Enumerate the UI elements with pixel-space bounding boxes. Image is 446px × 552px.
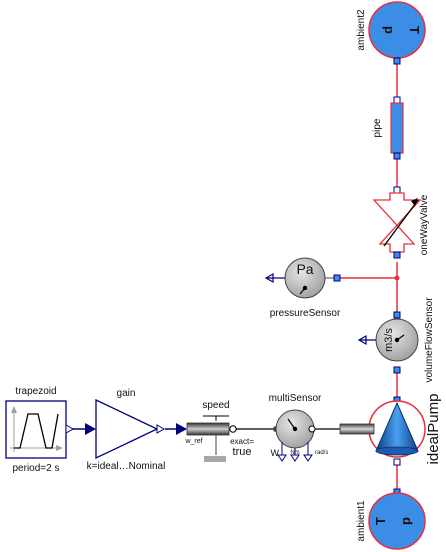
flow-sensor-label: volumeFlowSensor xyxy=(424,297,435,383)
pipe-port-a[interactable] xyxy=(393,96,401,104)
gain-param: k=ideal…Nominal xyxy=(87,461,166,472)
multisensor-flange-b[interactable] xyxy=(308,425,316,433)
multisensor-rads-arrow[interactable] xyxy=(303,454,313,462)
junction-dot xyxy=(394,275,400,281)
pressure-sensor[interactable]: Pa pressureSensor xyxy=(264,257,341,319)
pressure-sensor-output-arrow xyxy=(264,272,274,284)
connections xyxy=(66,63,400,490)
valve-label: oneWayValve xyxy=(419,194,430,255)
flow-sensor-port-b[interactable] xyxy=(393,366,401,374)
speed-param-value: true xyxy=(233,446,252,458)
gain-block[interactable]: gain k=ideal…Nominal xyxy=(85,388,165,472)
pressure-sensor-unit: Pa xyxy=(296,261,313,277)
trapezoid-waveform xyxy=(14,413,59,449)
pipe-body xyxy=(390,102,404,154)
pump-cone-base xyxy=(375,446,419,456)
multi-sensor[interactable]: multiSensor W Nm rad/s xyxy=(269,393,329,462)
flow-sensor-pivot xyxy=(394,337,400,343)
trapezoid-label: trapezoid xyxy=(15,386,56,397)
gain-input-port[interactable] xyxy=(85,423,96,435)
multisensor-port-nm: Nm xyxy=(290,450,299,456)
flow-sensor-output-arrow xyxy=(357,334,367,346)
speed-source[interactable]: speed w_ref exact= true xyxy=(176,400,254,462)
volume-flow-sensor[interactable]: m3/s volumeFlowSensor xyxy=(357,297,435,383)
multisensor-pivot xyxy=(292,426,298,432)
trapezoid-source[interactable]: trapezoid period=2 s xyxy=(5,386,75,474)
multisensor-label: multiSensor xyxy=(269,393,322,404)
multisensor-w-arrow[interactable] xyxy=(277,454,287,462)
ambient1[interactable]: T p ambient1 xyxy=(356,488,426,550)
pipe-port-b[interactable] xyxy=(393,152,401,160)
multisensor-port-rads: rad/s xyxy=(315,450,328,456)
speed-output-flange[interactable] xyxy=(229,425,237,433)
trapezoid-param: period=2 s xyxy=(13,463,60,474)
gain-output-port[interactable] xyxy=(156,424,166,434)
speed-input-port[interactable] xyxy=(176,423,187,435)
gain-body xyxy=(95,398,159,460)
valve-arrow-head xyxy=(411,198,418,206)
pipe-label: pipe xyxy=(372,118,383,137)
multisensor-port-w: W xyxy=(271,448,280,458)
pump-shaft xyxy=(339,423,375,435)
pressure-sensor-port[interactable] xyxy=(333,274,341,282)
ambient1-port-t: T xyxy=(373,517,388,525)
speed-param-label: exact= xyxy=(230,437,254,446)
ideal-pump[interactable]: idealPump xyxy=(339,394,442,466)
ambient2-port-t: T xyxy=(407,26,422,34)
pump-port-b[interactable] xyxy=(393,458,401,466)
pressure-sensor-label: pressureSensor xyxy=(270,308,341,319)
ambient2-port-p: p xyxy=(382,26,397,34)
multisensor-nm-arrow[interactable] xyxy=(290,454,300,462)
flow-sensor-unit: m3/s xyxy=(383,328,395,352)
speed-support xyxy=(204,456,226,462)
ambient1-body xyxy=(368,492,426,550)
valve-arrow xyxy=(383,199,419,247)
flow-sensor-port-a[interactable] xyxy=(393,311,401,319)
trapezoid-y-arrow xyxy=(11,406,17,413)
trapezoid-output-port[interactable] xyxy=(65,424,75,434)
ambient1-label: ambient1 xyxy=(356,500,367,542)
speed-label: speed xyxy=(202,400,229,411)
ambient2-label: ambient2 xyxy=(356,9,367,51)
pump-label: idealPump xyxy=(425,394,442,465)
valve-port-b[interactable] xyxy=(393,251,401,259)
speed-rod xyxy=(186,422,230,436)
gain-label: gain xyxy=(117,388,136,399)
ambient2[interactable]: p T ambient2 xyxy=(356,1,426,65)
ambient1-port-p: p xyxy=(398,517,413,525)
speed-port-label: w_ref xyxy=(184,438,202,445)
trapezoid-x-arrow xyxy=(56,445,63,451)
one-way-valve[interactable]: oneWayValve xyxy=(372,186,430,259)
ambient2-port[interactable] xyxy=(393,57,401,65)
pipe[interactable]: pipe xyxy=(372,96,404,160)
valve-body xyxy=(372,192,422,253)
valve-port-a[interactable] xyxy=(393,186,401,194)
pressure-sensor-pivot xyxy=(302,285,308,291)
